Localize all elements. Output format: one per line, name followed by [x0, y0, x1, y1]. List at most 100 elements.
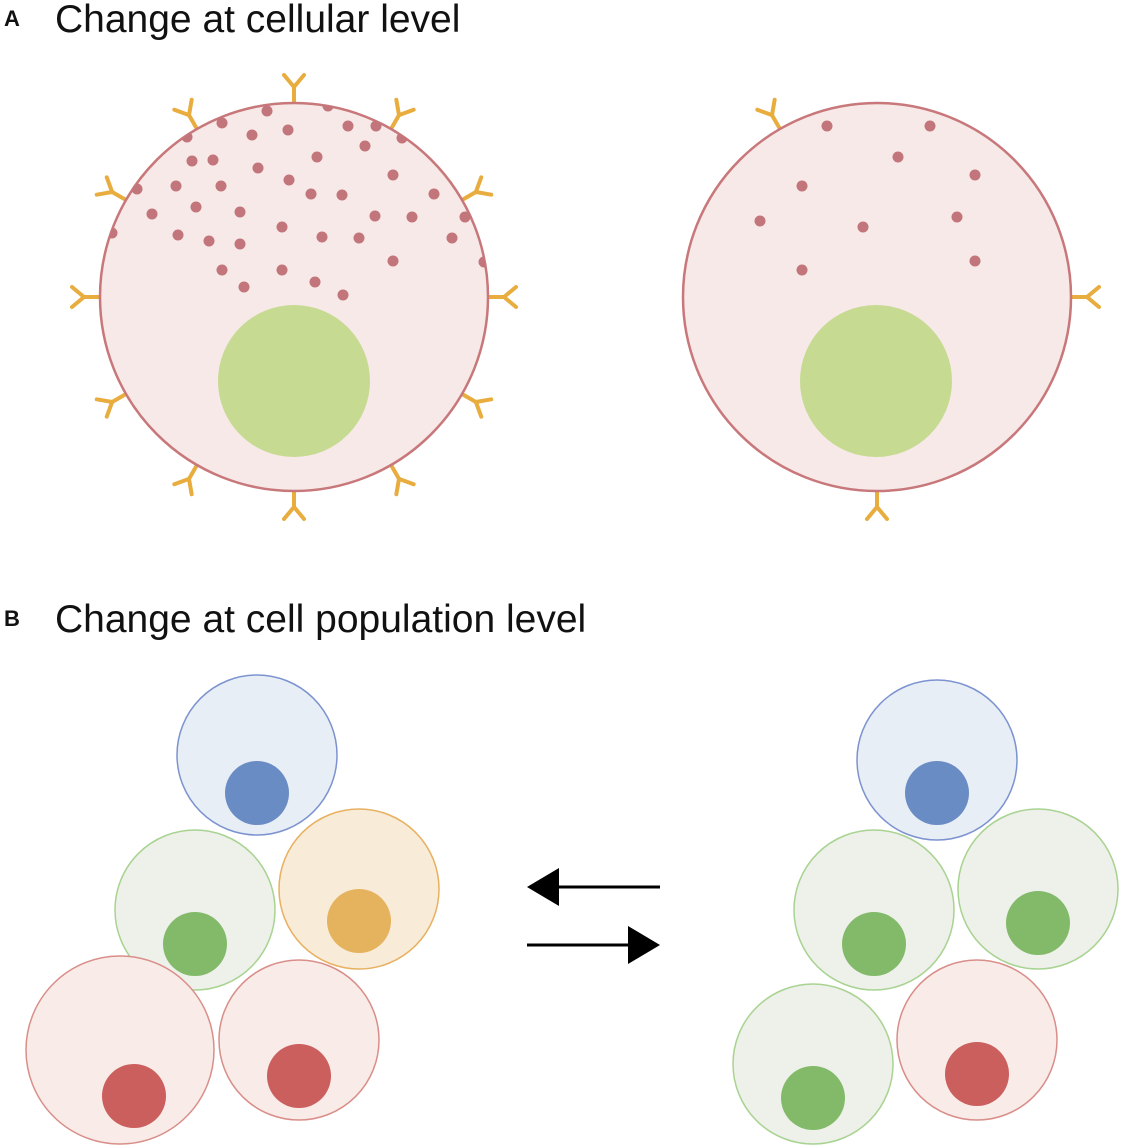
cell-body: [114, 829, 276, 991]
cell-body: [856, 679, 1018, 841]
granule: [387, 169, 399, 181]
granule: [796, 180, 808, 192]
granule: [216, 264, 228, 276]
granule: [234, 206, 246, 218]
cell-nucleus: [842, 912, 906, 976]
granule: [305, 188, 317, 200]
granule: [203, 235, 215, 247]
cell-green: [957, 808, 1119, 970]
cell-green: [114, 829, 276, 991]
granule: [276, 221, 288, 233]
cell-body: [793, 829, 955, 991]
granule: [428, 188, 440, 200]
receptor-icon: [388, 97, 416, 132]
panel-a-letter: A: [4, 6, 20, 31]
cell-nucleus: [781, 1066, 845, 1130]
cell-nucleus: [327, 889, 391, 953]
receptor-icon: [388, 462, 416, 497]
cell-membrane: [98, 101, 490, 493]
receptor-icon: [172, 462, 200, 497]
granule: [857, 221, 869, 233]
granule: [282, 124, 294, 136]
granule: [316, 231, 328, 243]
cell-high-expression: [70, 73, 518, 521]
cell-red: [218, 959, 380, 1121]
granule: [969, 169, 981, 181]
granule: [186, 155, 198, 167]
receptor-icon: [94, 391, 129, 419]
cell-nucleus: [905, 761, 969, 825]
granule: [216, 117, 228, 129]
granule: [369, 210, 381, 222]
arrow-left-icon: [527, 868, 660, 906]
granule: [821, 120, 833, 132]
granule: [170, 180, 182, 192]
granule: [238, 281, 250, 293]
granule: [207, 154, 219, 166]
granule: [387, 255, 399, 267]
receptor-icon: [755, 97, 783, 132]
cell-population-right: [732, 679, 1119, 1145]
granule: [261, 105, 273, 117]
granule: [337, 289, 349, 301]
cell-low-expression: [681, 97, 1101, 521]
granule: [370, 120, 382, 132]
receptor-icon: [282, 73, 306, 106]
nucleus: [218, 305, 370, 457]
cell-nucleus: [267, 1044, 331, 1108]
granule: [892, 151, 904, 163]
cell-body: [957, 808, 1119, 970]
granule: [924, 120, 936, 132]
cell-body: [896, 959, 1058, 1121]
nucleus: [800, 305, 952, 457]
granule: [459, 211, 471, 223]
granule: [309, 276, 321, 288]
receptor-icon: [485, 285, 518, 309]
cell-body: [25, 955, 215, 1145]
granule: [234, 238, 246, 250]
granule: [252, 162, 264, 174]
granule: [131, 183, 143, 195]
cell-body: [732, 983, 894, 1145]
receptor-icon: [172, 97, 200, 132]
granule: [446, 232, 458, 244]
receptor-icon: [459, 391, 494, 419]
granule: [951, 211, 963, 223]
cell-nucleus: [1006, 891, 1070, 955]
granule: [353, 232, 365, 244]
cell-green: [732, 983, 894, 1145]
granule: [754, 215, 766, 227]
receptor-icon: [94, 175, 129, 203]
receptor-group-left: [70, 73, 518, 521]
granule: [406, 211, 418, 223]
granule: [359, 140, 371, 152]
receptor-icon: [1068, 285, 1101, 309]
cell-population-left: [25, 674, 440, 1145]
granule: [172, 229, 184, 241]
granule: [190, 201, 202, 213]
cell-nucleus: [225, 761, 289, 825]
cell-blue: [176, 674, 338, 836]
cell-red: [25, 955, 215, 1145]
granule: [246, 129, 258, 141]
granule: [215, 180, 227, 192]
cell-body: [218, 959, 380, 1121]
cell-blue: [856, 679, 1018, 841]
granule: [478, 256, 488, 268]
panel-b-title: Change at cell population level: [55, 598, 587, 641]
cell-membrane: [681, 101, 1073, 493]
cell-body: [176, 674, 338, 836]
granule: [311, 151, 323, 163]
granule: [336, 189, 348, 201]
cell-nucleus: [102, 1064, 166, 1128]
arrow-right-icon: [527, 926, 660, 964]
granule: [342, 120, 354, 132]
receptor-icon: [459, 175, 494, 203]
granule: [276, 264, 288, 276]
panel-a-title: Change at cellular level: [55, 0, 461, 41]
granule: [146, 208, 158, 220]
receptor-icon: [282, 488, 306, 521]
cell-green: [793, 829, 955, 991]
receptor-group-right: [755, 97, 1101, 521]
